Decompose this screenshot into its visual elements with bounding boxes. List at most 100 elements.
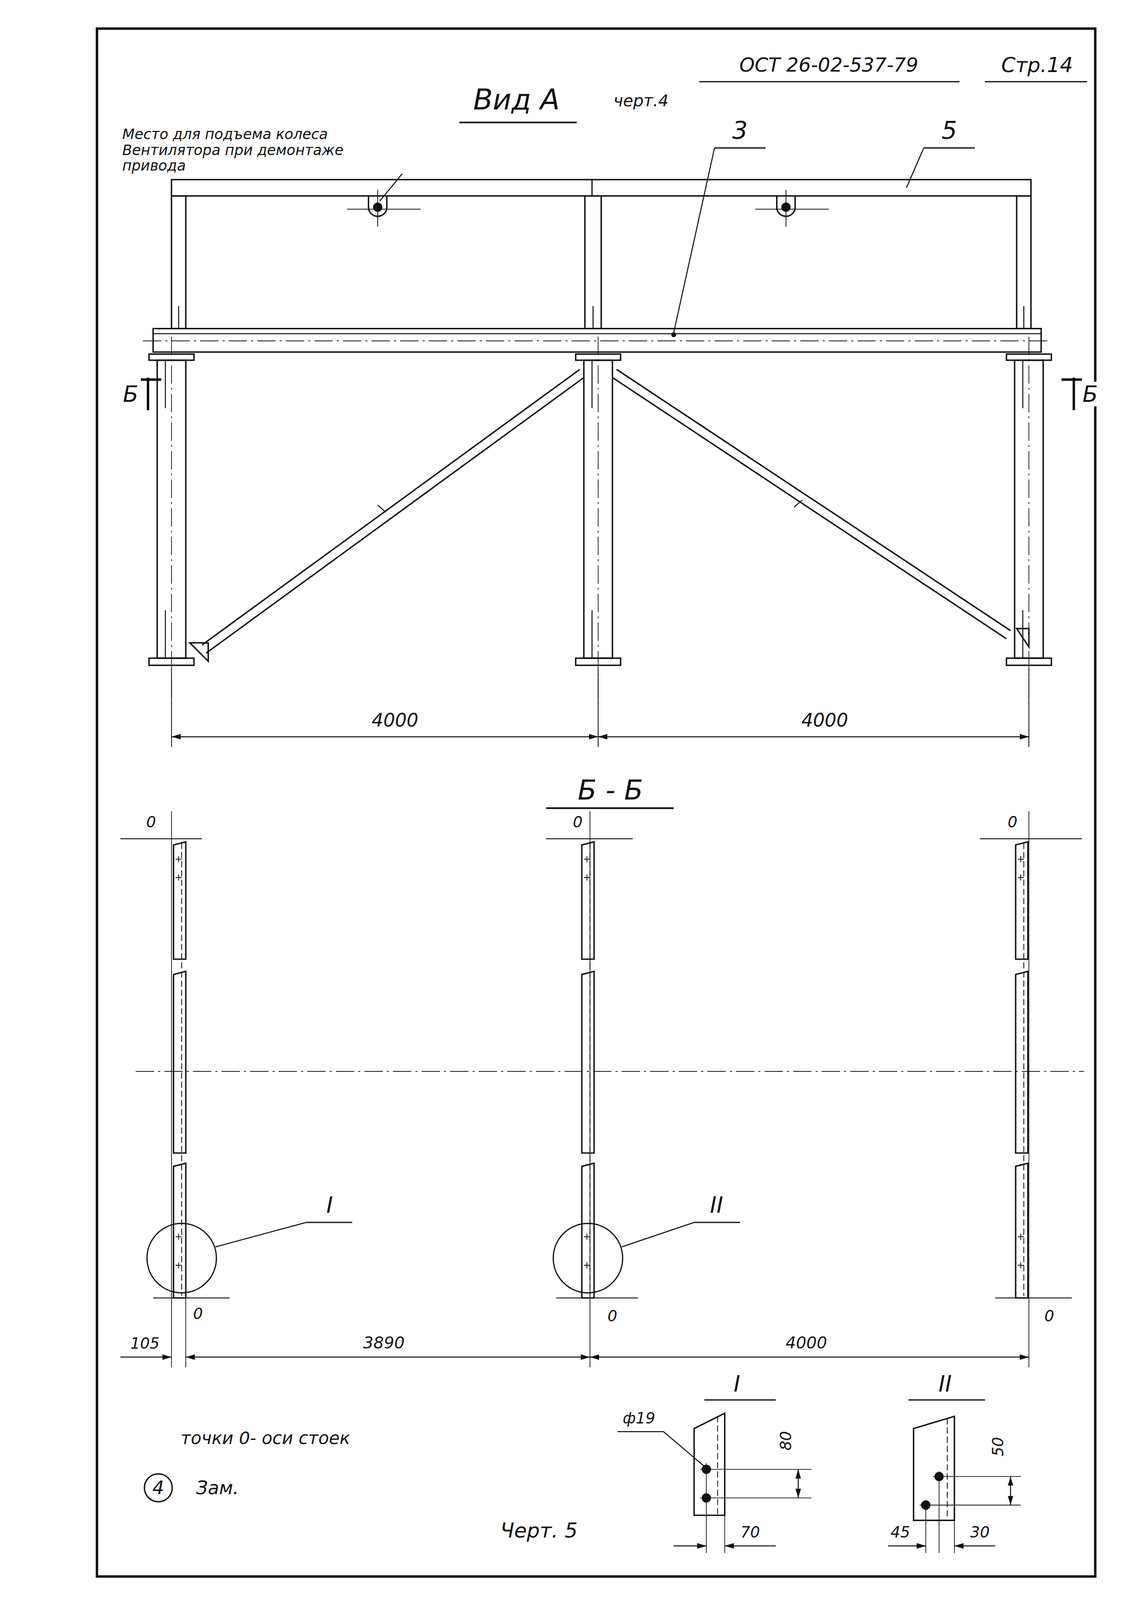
drawing-line [1022,360,1024,409]
section-mark [140,378,162,381]
hidden-line [181,843,183,1297]
drawing-line [377,505,387,513]
leader-dot [671,333,676,337]
section-title: Б - Б [575,774,645,805]
extension-line [933,1476,1021,1478]
dimension-line [589,1356,1029,1358]
callout-underline [714,147,766,149]
dimension-label: Б [120,381,141,407]
dimension-line [185,1356,590,1358]
dimension-line [954,1545,996,1547]
axis-line [546,838,633,840]
leader-line [663,1432,705,1467]
dimension-line [598,736,1029,738]
column-axis [597,336,599,705]
column-section [581,971,595,1154]
gusset [1016,628,1029,647]
extension-line [171,668,173,747]
dimension-label: 105 [128,1335,162,1353]
extension-line [724,1515,726,1554]
dimension-label: 80 [777,1429,795,1454]
column-section [1015,1163,1028,1299]
detail-circle [146,1223,217,1294]
axis-line [980,838,1083,840]
dimension-line [724,1545,776,1547]
channel-beam [153,328,1042,352]
column-section [173,842,186,960]
hole-mark [586,856,588,863]
callout-number: II [936,1371,954,1397]
callout-underline [617,1431,664,1433]
circled-number: 4 [143,1473,173,1503]
column-section [581,1163,595,1299]
column-section [1015,971,1028,1154]
column-section [173,971,186,1154]
sheet-frame [97,28,1096,1578]
dimension-label: точки 0- оси стоек [178,1429,352,1449]
hole-mark [178,1262,180,1269]
extension-line [938,1471,940,1554]
dimension-label: 4000 [783,1334,830,1352]
dimension-line [1010,1476,1012,1506]
extension-line [700,1469,812,1471]
hole-mark [178,874,180,881]
frame-post [171,196,186,329]
leader-line [621,1222,694,1248]
drawing-line [177,306,179,329]
hole-mark [1020,874,1022,881]
dimension-label: 3890 [361,1334,407,1352]
dimension-line [171,736,599,738]
extension-line [705,1463,707,1554]
dimension-label: 0 [571,814,585,832]
center-line [142,340,1052,342]
callout-underline [923,147,976,149]
dimension-label: Б [1080,381,1100,407]
drawing-group [97,28,1096,1578]
axis-line [755,208,829,210]
hidden-line [1023,843,1025,1297]
title-underline [459,121,577,124]
hole-mark [586,1234,588,1241]
extension-line [185,1286,187,1368]
callout-number: I [324,1193,335,1218]
axis-line [120,838,203,840]
hole-mark [586,874,588,881]
dimension-label: Зам. [194,1478,241,1499]
dimension-label: 4000 [370,710,421,731]
axis-line [153,1298,230,1299]
section-mark [1072,377,1075,411]
dimension-label: 30 [968,1524,992,1542]
drawing-line [591,360,593,409]
dimension-line [120,1356,172,1358]
dimension-line [797,1470,799,1499]
section-mark [146,377,150,411]
drawing-line [1022,610,1024,659]
axis-line [171,811,173,1368]
header-text: Стр.14 [999,54,1075,77]
column-section [173,1163,186,1299]
drawing-line [164,360,166,409]
callout-number: I [731,1371,743,1397]
note-text: Место для подъема колеса Вентилятора при… [120,126,413,174]
hole-mark [1020,1262,1022,1269]
callout-number: II [708,1193,726,1218]
hidden-line [717,1416,719,1515]
extension-line [597,668,599,747]
drawing-line [592,306,594,329]
dimension-label: 4000 [799,710,850,731]
axis-line [347,208,421,210]
detail-plate [693,1413,725,1517]
extension-line [1028,668,1030,747]
hole-mark [1020,1234,1022,1241]
callout-underline [693,1222,741,1224]
extension-line [700,1497,812,1499]
drawing-line [153,333,1042,335]
dimension-label: 50 [989,1435,1007,1460]
callout-underline [306,1222,353,1224]
top-beam [171,179,1032,197]
dimension-label: 45 [888,1524,913,1542]
column-section [581,842,595,960]
extension-line [954,1520,955,1554]
dimension-label: 0 [1042,1308,1056,1326]
